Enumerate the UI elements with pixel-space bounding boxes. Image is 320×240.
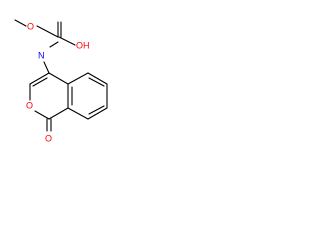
bond-c4a-c5 <box>67 72 89 85</box>
bond-ring-oxygen-c1 <box>34 110 50 120</box>
bond-c5-c6-inner <box>88 77 105 87</box>
bond-nitrogen-ring <box>43 61 50 74</box>
bond-methyl-oxygen <box>14 19 27 27</box>
bond-carbamate-hydroxyl <box>58 36 76 46</box>
bond-c5-c6 <box>87 72 108 85</box>
bond-oxygen-carbamate <box>36 25 59 38</box>
atom-labels: O N OH O O <box>26 21 90 143</box>
bond-c4-c4a <box>48 72 69 85</box>
bond-c4-c3 <box>29 72 50 85</box>
nitrogen-label: N <box>38 50 45 60</box>
ester-oxygen-label: O <box>27 21 34 31</box>
bond-c7-c8-inner <box>88 105 105 115</box>
ring-oxygen-label: O <box>26 100 33 110</box>
molecule-structure: O N OH O O <box>14 19 108 143</box>
bond-c7-c8 <box>87 107 108 120</box>
carbonyl-oxygen-label: O <box>45 133 52 143</box>
bond-c1-c8a <box>48 107 69 120</box>
bond-nitrogen-carbamate <box>49 41 59 48</box>
bond-c4-c3-inner <box>32 77 48 87</box>
bonds <box>14 19 108 132</box>
hydroxyl-label: OH <box>76 40 90 50</box>
bond-c8-c8a <box>67 107 89 120</box>
